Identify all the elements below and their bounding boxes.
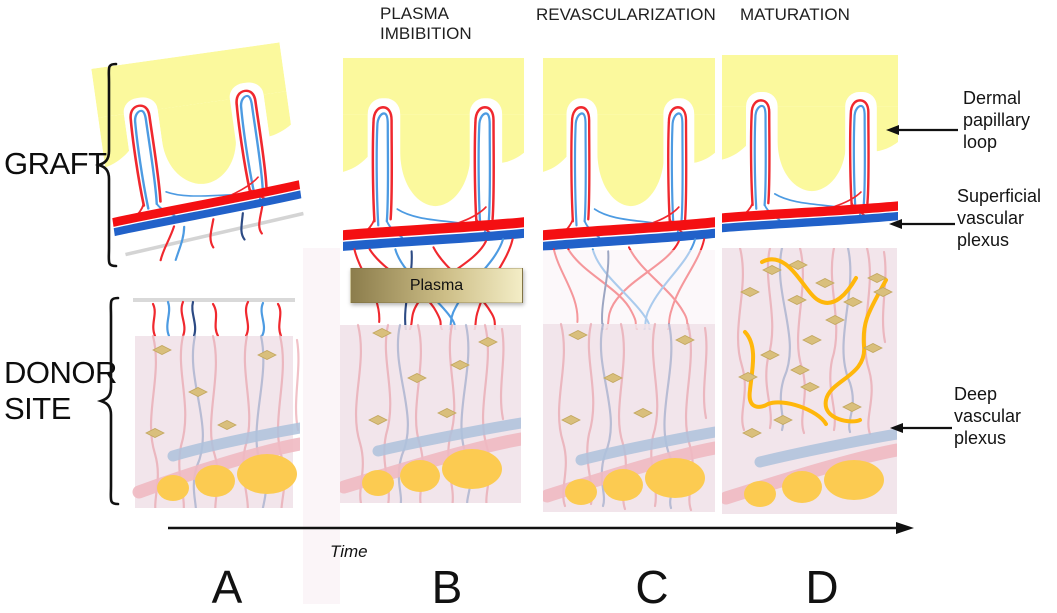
time-axis-arrow: [168, 522, 914, 534]
annotation-line: papillary: [963, 110, 1031, 130]
stage-title-line: REVASCULARIZATION: [536, 5, 716, 24]
dermal-papillary-loop: [129, 104, 162, 210]
panel-c-donor-site-illustration: [543, 250, 715, 512]
fibroblast-cells: [738, 260, 893, 438]
graft-drawing: [722, 55, 898, 233]
severed-donor-vessels: [151, 300, 283, 338]
panel-letter-b: B: [431, 561, 463, 613]
fibroblast-cells: [561, 330, 695, 425]
donor-site-drawing: [722, 248, 897, 514]
dermal-papillary-loop-arrow: [886, 125, 958, 135]
fat-lobules: [157, 454, 297, 501]
deep-vascular-plexus: [132, 422, 300, 499]
annotation-line: plexus: [957, 230, 1010, 250]
superficial-vascular-plexus: [722, 201, 898, 233]
donor-site-label-line: DONOR: [4, 355, 117, 390]
superficial-vascular-plexus: [343, 217, 524, 251]
graft-brace: [94, 62, 118, 268]
background-wash: [303, 248, 340, 604]
panel-b-donor-site-illustration: [340, 305, 521, 503]
time-axis-label: Time: [330, 542, 368, 561]
panel-b-graft-illustration: [343, 58, 524, 330]
fibroblast-cells: [368, 328, 498, 425]
graft-drawing: [343, 58, 524, 330]
donor-site-drawing: [340, 323, 521, 503]
superficial-vascular-plexus: [543, 217, 715, 251]
stage-title-line: MATURATION: [740, 5, 850, 24]
donor-site-brace: [96, 296, 120, 506]
stage-title-maturation: MATURATION: [740, 5, 850, 25]
annotation-line: vascular: [954, 406, 1022, 426]
panel-a-graft-illustration: [91, 42, 312, 304]
stage-title-plasma-imbibition: PLASMA IMBIBITION: [380, 4, 472, 44]
stage-title-line: PLASMA: [380, 4, 449, 23]
superficial-vascular-plexus-arrow: [889, 219, 955, 229]
epidermis: [722, 55, 898, 202]
dermal-papillary-loop: [848, 99, 870, 210]
superficial-vascular-plexus-annotation: Superficial vascular plexus: [957, 185, 1041, 251]
annotation-line: plexus: [954, 428, 1007, 448]
graft-label: GRAFT: [4, 146, 107, 181]
dermal-papillary-loop: [371, 106, 394, 227]
severed-vessels: [159, 205, 264, 262]
annotation-line: vascular: [957, 208, 1025, 228]
donor-site-drawing: [132, 298, 300, 508]
donor-site-label-line: SITE: [4, 391, 71, 426]
dermal-papillary-loop: [235, 89, 268, 195]
dermal-papillary-loop: [667, 106, 688, 227]
annotation-line: Superficial: [957, 186, 1042, 206]
dermal-papillary-loop: [749, 99, 771, 210]
panel-d-graft-illustration: [722, 55, 898, 305]
stage-title-line: IMBIBITION: [380, 24, 472, 43]
annotation-line: Deep: [954, 384, 998, 404]
panel-a-donor-site-illustration: [128, 296, 300, 508]
panel-letter-c: C: [635, 561, 669, 613]
annotation-line: Dermal: [963, 88, 1022, 108]
donor-wash: [543, 250, 715, 328]
epidermis: [543, 58, 715, 218]
plasma-label-box: Plasma: [350, 268, 523, 303]
panel-letter-d: D: [805, 561, 839, 613]
graft-underside-line: [125, 211, 304, 257]
plasma-label: Plasma: [409, 276, 464, 294]
panel-d-donor-site-illustration: [722, 248, 897, 514]
dermal-papillary-loop: [473, 106, 495, 227]
dermal-papillary-loop: [570, 106, 591, 227]
epidermis: [343, 58, 524, 218]
superficial-vascular-plexus: [107, 180, 306, 237]
fat-lobules: [744, 460, 884, 507]
maturing-vessels: [743, 257, 888, 426]
donor-site-label: DONOR SITE: [4, 355, 117, 427]
deep-vascular-plexus-annotation: Deep vascular plexus: [954, 383, 1021, 449]
fat-lobules: [362, 449, 502, 496]
deep-vascular-plexus-arrow: [890, 423, 952, 433]
fat-lobules: [565, 458, 705, 505]
donor-site-drawing: [543, 250, 715, 512]
dermal-papillary-loop-annotation: Dermal papillary loop: [963, 87, 1030, 153]
stage-title-revascularization: REVASCULARIZATION: [536, 5, 716, 25]
fibroblast-cells: [145, 345, 277, 438]
annotation-line: loop: [963, 132, 998, 152]
panel-letter-a: A: [211, 561, 243, 613]
epidermis: [91, 42, 291, 202]
graft-drawing: [91, 42, 306, 262]
